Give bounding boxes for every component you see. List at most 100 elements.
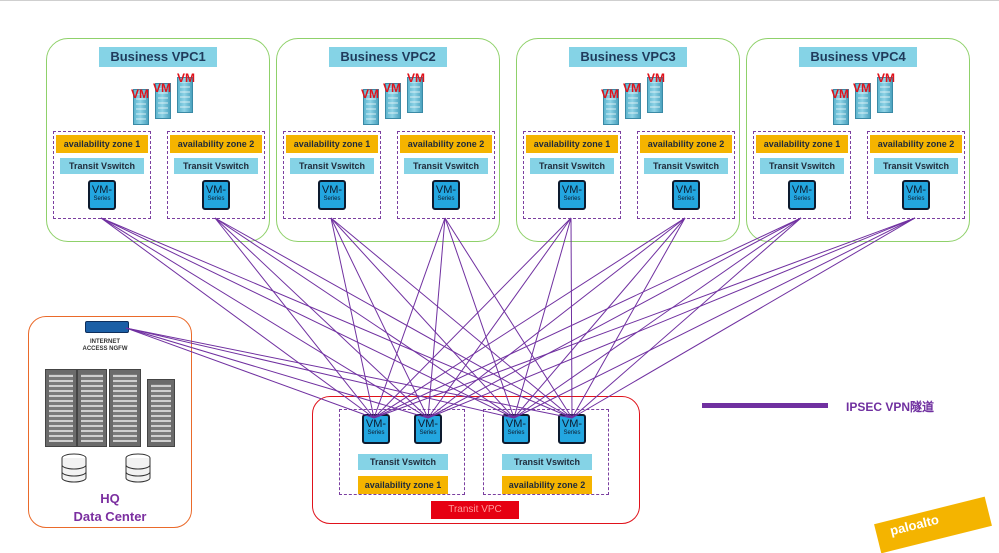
legend-label: IPSEC VPN隧道	[846, 400, 935, 414]
hq-data-center: INTERNET ACCESS NGFW HQ Data Center	[28, 316, 192, 528]
vpc-title: Business VPC4	[799, 47, 917, 67]
ipsec-tunnel	[444, 217, 515, 419]
server-rack-icon	[109, 369, 141, 447]
vm-label: VM	[831, 87, 849, 101]
vm-series-firewall: VM-Series	[202, 180, 230, 210]
ipsec-tunnel	[125, 327, 515, 419]
ngfw-appliance-icon	[85, 321, 129, 333]
ipsec-tunnel	[373, 217, 572, 419]
ipsec-tunnel	[373, 217, 686, 419]
ipsec-tunnel	[330, 217, 573, 419]
availability-zone-label: availability zone 1	[756, 135, 848, 153]
transit-vswitch: Transit Vswitch	[502, 454, 592, 470]
vm-series-firewall: VM-Series	[414, 414, 442, 444]
vm-series-firewall: VM-Series	[318, 180, 346, 210]
availability-zone-label: availability zone 2	[870, 135, 962, 153]
ipsec-tunnel	[513, 217, 802, 419]
vm-series-firewall: VM-Series	[558, 180, 586, 210]
ipsec-tunnel	[570, 217, 573, 419]
availability-zone-label: availability zone 1	[286, 135, 378, 153]
transit-vswitch: Transit Vswitch	[874, 158, 958, 174]
ipsec-tunnel	[373, 217, 916, 419]
vm-servers-icon: VM VM VM	[361, 71, 431, 127]
availability-zone-label: availability zone 1	[358, 476, 448, 494]
ipsec-tunnel	[513, 217, 572, 419]
vm-label: VM	[177, 71, 195, 85]
ipsec-tunnel	[214, 217, 515, 419]
transit-vswitch: Transit Vswitch	[404, 158, 488, 174]
hq-subtitle: Data Center	[73, 509, 147, 524]
ipsec-tunnel	[571, 217, 802, 419]
transit-vswitch: Transit Vswitch	[644, 158, 728, 174]
transit-vpc-label: Transit VPC	[431, 501, 519, 519]
vm-label: VM	[647, 71, 665, 85]
server-rack-icon	[45, 369, 77, 447]
legend-line	[702, 403, 828, 408]
ipsec-tunnel	[571, 217, 916, 419]
vm-servers-icon: VM VM VM	[831, 71, 901, 127]
transit-az-2: VM-Series VM-Series Transit Vswitch avai…	[483, 409, 609, 495]
availability-zone-label: availability zone 1	[56, 135, 148, 153]
vm-label: VM	[623, 81, 641, 95]
vm-label: VM	[361, 87, 379, 101]
ipsec-tunnel	[100, 217, 573, 419]
ipsec-tunnel-lines	[100, 217, 916, 419]
ipsec-tunnel	[427, 217, 916, 419]
ipsec-tunnel	[427, 217, 572, 419]
transit-az-1: VM-Series VM-Series Transit Vswitch avai…	[339, 409, 465, 495]
ipsec-tunnel	[427, 217, 686, 419]
ipsec-tunnel	[330, 217, 429, 419]
ipsec-tunnel	[214, 217, 375, 419]
vpc-title: Business VPC1	[99, 47, 217, 67]
transit-vswitch: Transit Vswitch	[290, 158, 374, 174]
vm-label: VM	[877, 71, 895, 85]
ipsec-tunnel	[513, 217, 916, 419]
vm-label: VM	[153, 81, 171, 95]
vm-series-firewall: VM-Series	[432, 180, 460, 210]
vm-series-firewall: VM-Series	[902, 180, 930, 210]
ipsec-tunnel	[125, 327, 429, 419]
ipsec-tunnel	[427, 217, 802, 419]
ipsec-tunnel	[444, 217, 573, 419]
transit-vpc: VM-Series VM-Series Transit Vswitch avai…	[312, 396, 640, 524]
vm-label: VM	[853, 81, 871, 95]
vm-label: VM	[407, 71, 425, 85]
vpc-title: Business VPC2	[329, 47, 447, 67]
ipsec-tunnel	[373, 217, 446, 419]
vm-series-firewall: VM-Series	[788, 180, 816, 210]
availability-zone-label: availability zone 2	[640, 135, 732, 153]
transit-vswitch: Transit Vswitch	[358, 454, 448, 470]
ipsec-tunnel	[513, 217, 686, 419]
ipsec-tunnel	[571, 217, 686, 419]
ngfw-label: INTERNET ACCESS NGFW	[82, 339, 128, 352]
vm-servers-icon: VM VM VM	[131, 71, 201, 127]
server-rack-icon	[147, 379, 175, 447]
availability-zone-label: availability zone 2	[502, 476, 592, 494]
vm-series-firewall: VM-Series	[362, 414, 390, 444]
transit-vswitch: Transit Vswitch	[60, 158, 144, 174]
ipsec-tunnel	[125, 327, 573, 419]
vm-series-firewall: VM-Series	[672, 180, 700, 210]
vm-label: VM	[383, 81, 401, 95]
vm-label: VM	[131, 87, 149, 101]
transit-vswitch: Transit Vswitch	[760, 158, 844, 174]
ipsec-tunnel	[330, 217, 515, 419]
ipsec-tunnel	[214, 217, 573, 419]
ipsec-tunnel	[330, 217, 375, 419]
vpc-title: Business VPC3	[569, 47, 687, 67]
top-divider	[0, 0, 999, 1]
transit-vswitch: Transit Vswitch	[530, 158, 614, 174]
server-rack-icon	[77, 369, 107, 447]
hq-title: HQ	[100, 491, 120, 506]
